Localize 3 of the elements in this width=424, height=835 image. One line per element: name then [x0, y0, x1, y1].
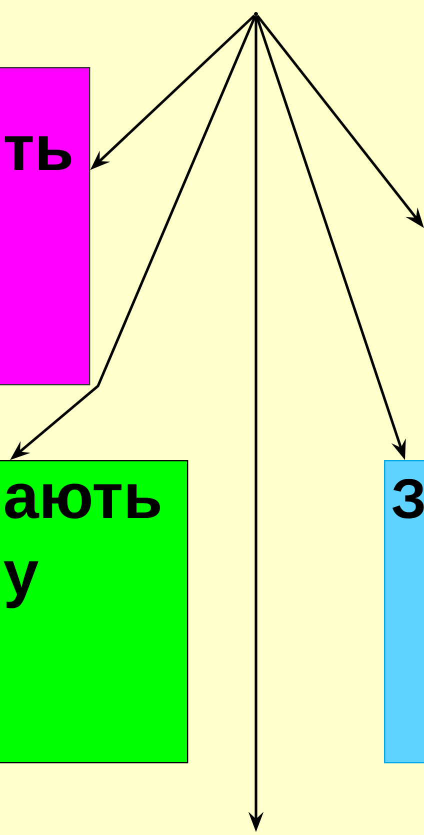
- process-box: З: [384, 460, 424, 764]
- process-box: ають у: [0, 460, 188, 764]
- process-box: ть: [0, 67, 90, 386]
